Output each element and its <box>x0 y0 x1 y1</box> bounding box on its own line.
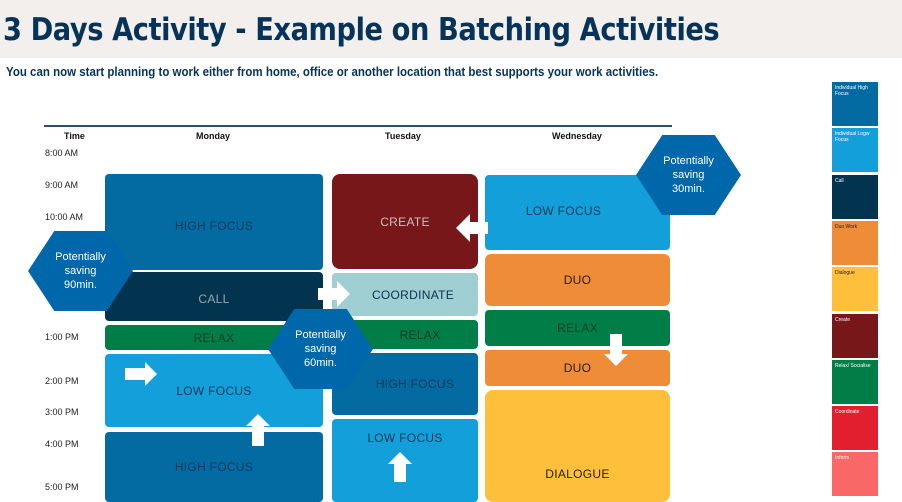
page-title: 3 Days Activity - Example on Batching Ac… <box>3 12 720 48</box>
time-label: 2:00 PM <box>45 376 79 386</box>
header-divider <box>44 125 672 127</box>
legend-item: Duo Work <box>832 220 878 265</box>
arrow-down-icon <box>604 334 628 366</box>
block-relax: RELAX <box>485 310 670 346</box>
time-label: 10:00 AM <box>45 212 84 222</box>
block-high-focus: HIGH FOCUS <box>105 174 323 270</box>
legend-item: Relax/ Socialise <box>832 359 878 404</box>
legend-item: Inform <box>832 452 878 497</box>
legend-item: Individual Logw Focus <box>832 128 878 173</box>
time-label: 4:00 PM <box>45 439 79 449</box>
time-label: 3:00 PM <box>45 407 79 417</box>
title-bar <box>0 0 902 58</box>
arrow-left-icon <box>456 214 488 242</box>
block-coordinate: COORDINATE <box>332 273 478 316</box>
time-label: 9:00 AM <box>45 180 79 190</box>
arrow-right-icon <box>318 281 350 307</box>
block-low-focus: LOW FOCUS <box>332 419 478 502</box>
col-tuesday: Tuesday <box>385 131 421 141</box>
col-monday: Monday <box>196 131 231 141</box>
block-high-focus: HIGH FOCUS <box>105 432 323 502</box>
arrow-right-icon <box>125 362 157 386</box>
subtitle: You can now start planning to work eithe… <box>6 65 659 79</box>
block-call: CALL <box>105 272 323 321</box>
arrow-up-icon <box>246 414 270 446</box>
legend-item: Dialogue <box>832 267 878 312</box>
block-low-focus: LOW FOCUS <box>485 175 670 250</box>
time-label: 8:00 AM <box>45 148 79 158</box>
block-duo: DUO <box>485 254 670 306</box>
col-wednesday: Wednesday <box>552 131 602 141</box>
col-time: Time <box>64 131 85 141</box>
time-label: 5:00 PM <box>45 482 79 492</box>
block-duo: DUO <box>485 350 670 386</box>
time-label: 1:00 PM <box>45 332 79 342</box>
legend-item: Individual High Focus <box>832 82 878 126</box>
legend-item: Call <box>832 174 878 219</box>
legend-item: Coordinate <box>832 406 878 451</box>
legend-item: Create <box>832 313 878 358</box>
block-create: CREATE <box>332 174 478 269</box>
arrow-up-icon <box>388 452 412 482</box>
block-dialogue: DIALOGUE <box>485 390 670 502</box>
